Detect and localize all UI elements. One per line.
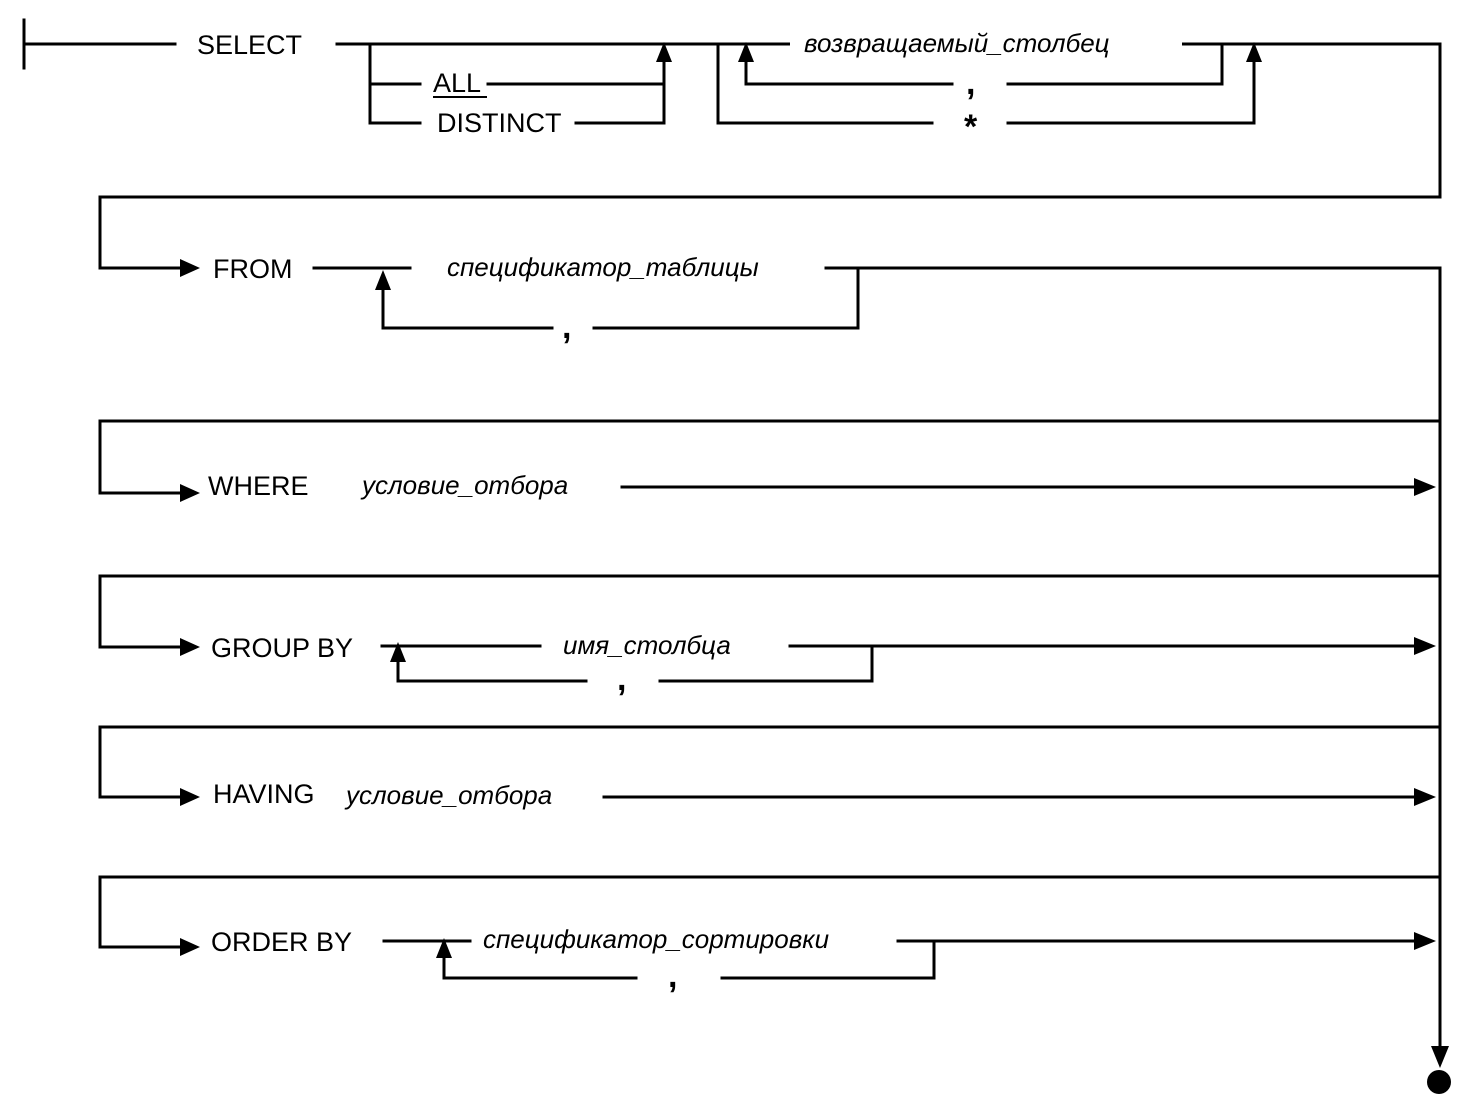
all-keyword: ALL	[433, 68, 481, 98]
select-item-label: возвращаемый_столбец	[804, 28, 1110, 58]
from-loop-arrow	[375, 270, 391, 290]
where-entry-arrow	[180, 484, 200, 502]
order-by-exit-arrow	[1414, 932, 1436, 950]
select-star: *	[964, 108, 978, 146]
group-column-label: имя_столбца	[563, 630, 731, 660]
group-by-section: GROUP BY имя_столбца ,	[98, 574, 1442, 698]
where-condition-label: условие_отбора	[360, 470, 568, 500]
from-entry-arrow	[180, 259, 200, 277]
group-by-exit-arrow	[1414, 637, 1436, 655]
where-bypass	[98, 419, 1442, 495]
group-by-comma: ,	[617, 660, 626, 698]
group-by-keyword: GROUP BY	[211, 633, 353, 663]
order-by-entry-arrow	[180, 938, 200, 956]
end-dot	[1427, 1070, 1451, 1094]
star-branch-arrow	[1246, 42, 1262, 62]
select-section: SELECT ALL DISTINCT возвращаемый_столбец…	[22, 18, 1442, 146]
select-to-from-connector	[98, 42, 1442, 270]
group-by-bypass	[98, 574, 1442, 649]
sort-spec-label: спецификатор_сортировки	[483, 924, 829, 954]
where-keyword: WHERE	[208, 471, 309, 501]
all-distinct-arrow	[656, 42, 672, 62]
having-section: HAVING условие_отбора	[98, 725, 1442, 810]
table-spec-label: спецификатор_таблицы	[447, 252, 759, 282]
order-by-loop-arrow	[436, 938, 452, 958]
having-exit-arrow	[1414, 788, 1436, 806]
distinct-keyword: DISTINCT	[437, 108, 562, 138]
order-by-loop	[442, 939, 936, 980]
from-line	[312, 266, 1442, 1052]
where-exit-arrow	[1414, 478, 1436, 496]
column-loop-arrow	[738, 42, 754, 62]
from-section: FROM спецификатор_таблицы ,	[213, 252, 1442, 1052]
end-arrow	[1431, 1046, 1449, 1068]
order-by-keyword: ORDER BY	[211, 927, 352, 957]
order-by-comma: ,	[668, 957, 677, 995]
from-comma: ,	[562, 308, 571, 346]
from-loop	[381, 266, 860, 330]
having-bypass	[98, 725, 1442, 799]
group-by-loop	[396, 644, 874, 683]
group-by-entry-arrow	[180, 638, 200, 656]
from-keyword: FROM	[213, 254, 292, 284]
having-condition-label: условие_отбора	[344, 780, 552, 810]
having-entry-arrow	[180, 788, 200, 806]
group-by-loop-arrow	[390, 642, 406, 662]
having-keyword: HAVING	[213, 779, 315, 809]
select-comma: ,	[966, 64, 975, 102]
order-by-section: ORDER BY спецификатор_сортировки ,	[98, 875, 1442, 995]
select-keyword: SELECT	[197, 30, 302, 60]
column-list-branch	[716, 42, 1256, 125]
order-by-bypass	[98, 875, 1442, 949]
all-distinct-branch	[368, 42, 666, 125]
where-section: WHERE условие_отбора	[98, 419, 1442, 502]
